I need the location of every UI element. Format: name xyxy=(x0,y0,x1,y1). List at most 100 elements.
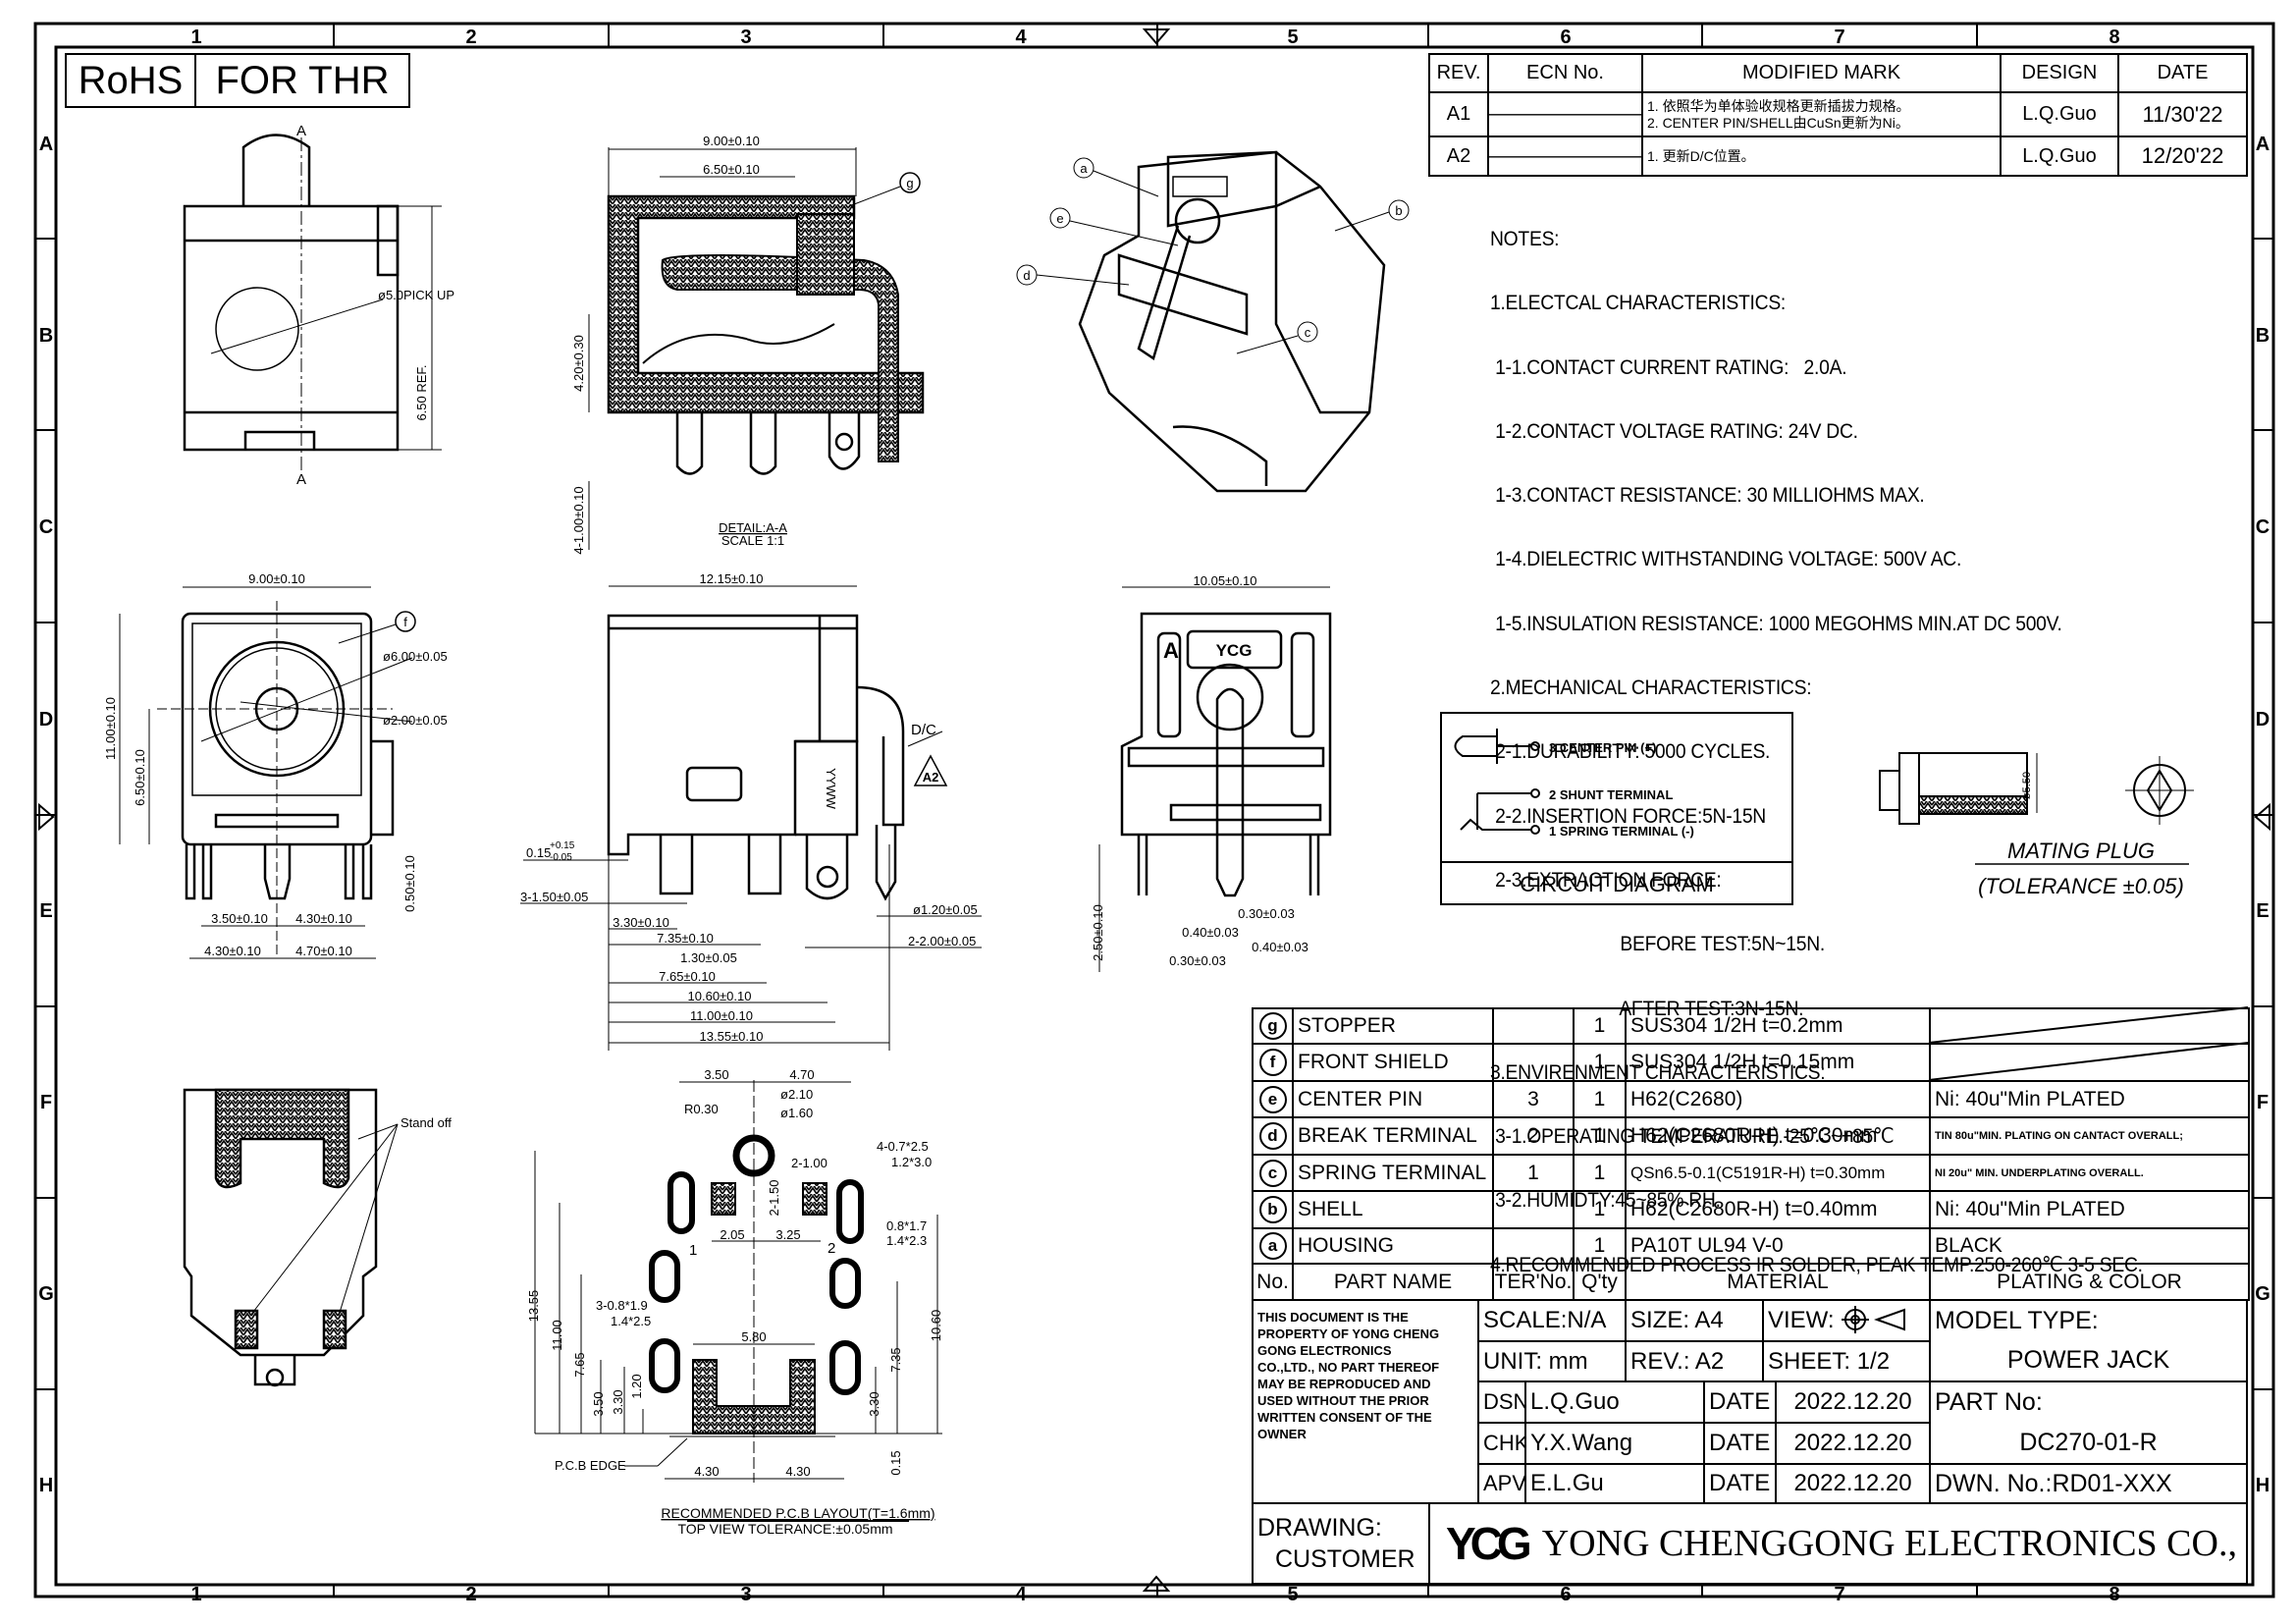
note-line: 1-2.CONTACT VOLTAGE RATING: 24V DC. xyxy=(1490,419,1858,443)
modified-line: 1. 依照华为单体验收规格更新插拔力规格。 xyxy=(1647,97,1910,114)
dimension-label: H xyxy=(39,1475,53,1496)
disclaimer-line: THIS DOCUMENT IS THE xyxy=(1257,1310,1409,1325)
dimension-label: 0.30±0.03 xyxy=(1169,953,1226,968)
dimension-label: 2 xyxy=(828,1240,835,1257)
drawing-line xyxy=(659,835,782,895)
ecn-cell: ———————— xyxy=(1487,91,1643,137)
bom-terminal-no xyxy=(1492,1043,1575,1082)
dimension-label: (TOLERANCE ±0.05) xyxy=(1978,874,2184,898)
drawing-line xyxy=(667,1171,695,1234)
dimension-label: 3 CENTER PIN (+) xyxy=(1549,740,1656,755)
bom-plating: Ni: 40u"Min PLATED xyxy=(1929,1190,2250,1229)
bom-part-name: BREAK TERMINAL xyxy=(1292,1116,1494,1156)
bom-material: QSn6.5-0.1(C5191R-H) t=0.30mm xyxy=(1625,1154,1931,1192)
dimension-label: 2.50±0.10 xyxy=(1091,904,1105,961)
drawing-line xyxy=(802,1182,828,1216)
dimension-label: 4 xyxy=(1015,1584,1027,1605)
sheet: SHEET: 1/2 xyxy=(1762,1340,1931,1382)
revision: REV.: A2 xyxy=(1625,1340,1764,1382)
part-number-value: DC270-01-R xyxy=(2019,1429,2158,1456)
dimension-label: 13.55±0.10 xyxy=(700,1029,764,1044)
dimension-label: 1 xyxy=(689,1242,697,1259)
bom-part-name: SPRING TERMINAL xyxy=(1292,1154,1494,1192)
drawing-line xyxy=(357,1123,399,1140)
drawing-line xyxy=(1069,220,1179,246)
bom-terminal-no xyxy=(1492,1190,1575,1229)
ecn-cell: ———————— xyxy=(1487,135,1643,177)
note-line: BEFORE TEST:5N~15N. xyxy=(1490,933,1826,956)
item-number-circle-icon: g xyxy=(1258,1012,1287,1040)
dimension-label: 6.50 REF. xyxy=(414,364,429,420)
bom-item-number: a xyxy=(1252,1227,1294,1265)
bom-plating xyxy=(1929,1007,2250,1045)
dimension-label: A xyxy=(2256,134,2269,155)
drawing-line xyxy=(607,194,925,414)
circuit-diagram xyxy=(1440,712,1793,905)
dimension-label: 7.65 xyxy=(572,1352,587,1377)
dimension-label: 7 xyxy=(1834,27,1844,48)
dimension-label: 2-1.00 xyxy=(791,1156,828,1170)
drawing-line xyxy=(265,1368,285,1387)
bom-terminal-no: 2 xyxy=(1492,1116,1575,1156)
date-cell: 12/20'22 xyxy=(2117,135,2248,177)
dimension-label: G xyxy=(38,1283,54,1305)
bom-header-name: PART NAME xyxy=(1292,1263,1494,1301)
bom-part-name: STOPPER xyxy=(1292,1007,1494,1045)
dimension-label: ø2.10 xyxy=(780,1087,813,1102)
drawing-line xyxy=(829,1258,861,1309)
zone-dividers xyxy=(35,24,2273,1597)
drawing-line xyxy=(200,657,413,742)
centering-mark-icons xyxy=(38,28,2270,1592)
dimension-label: D/C xyxy=(911,722,936,738)
drawing-line xyxy=(907,731,943,747)
part-number: PART No: DC270-01-R xyxy=(1929,1380,2248,1465)
drawing-line xyxy=(649,1250,680,1303)
dimension-label: B xyxy=(2256,325,2269,347)
drawing-line xyxy=(1530,825,1540,835)
drawing-customer: DRAWING: CUSTOMER xyxy=(1252,1502,1430,1585)
drawing-line xyxy=(1215,687,1245,897)
bom-terminal-no: 1 xyxy=(1492,1154,1575,1192)
dimension-label: 12.15±0.10 xyxy=(700,571,764,586)
drawing-line xyxy=(829,1340,861,1395)
dimension-label: E xyxy=(2256,900,2269,922)
drawing-line xyxy=(240,701,413,723)
rev-header: REV. xyxy=(1428,53,1489,93)
side-view xyxy=(520,585,982,1051)
bom-material: H62(C2680R-H) t=0.40mm xyxy=(1625,1190,1931,1229)
drawing-line xyxy=(1928,1042,2249,1081)
sign-role: CHKD xyxy=(1477,1422,1526,1465)
drawing-line xyxy=(836,1179,864,1244)
bom-item-number: d xyxy=(1252,1116,1294,1156)
bom-plating: Ni: 40u"Min PLATED xyxy=(1929,1080,2250,1118)
dimension-label: 0.50±0.10 xyxy=(402,855,417,912)
dimension-label: 1.2*3.0 xyxy=(891,1155,932,1169)
dimension-label: ø2.00±0.05 xyxy=(383,713,448,728)
dimension-label: CIRCUIT DIAGRAM xyxy=(1520,872,1714,896)
design-cell: L.Q.Guo xyxy=(2000,91,2119,137)
dimension-label: YYWW xyxy=(824,768,838,810)
dimension-label: 1 SPRING TERMINAL (-) xyxy=(1549,824,1694,839)
drawing-line xyxy=(657,1437,688,1467)
bom-header-qty: Q'ty xyxy=(1573,1263,1627,1301)
front-view xyxy=(119,586,416,959)
note-line: 3-1.OPERATING TEMPERATURE.-25℃~+85℃ xyxy=(1490,1125,1895,1149)
dimension-label: 0.40±0.03 xyxy=(1182,925,1239,940)
dimension-label: F xyxy=(2257,1092,2269,1113)
drawing-line xyxy=(675,412,861,475)
bom-material: SUS304 1/2H t=0.2mm xyxy=(1625,1007,1931,1045)
drawing-line xyxy=(185,844,373,900)
company-logo: YCG xyxy=(1446,1518,1532,1569)
dimension-label: 5 xyxy=(1287,1584,1298,1605)
drawing-line xyxy=(1530,788,1540,798)
bom-quantity: 1 xyxy=(1573,1043,1627,1082)
drawing-line xyxy=(371,739,395,837)
dimension-label: 3.30 xyxy=(611,1389,625,1414)
dimension-label: 2-1.50 xyxy=(767,1180,781,1217)
modified-cell: 1. 更新D/C位置。 xyxy=(1641,135,2002,177)
note-line: 2.MECHANICAL CHARACTERISTICS: xyxy=(1490,677,1812,700)
bom-material: H62(C2680) xyxy=(1625,1080,1931,1118)
sign-date-label: DATE xyxy=(1703,1463,1777,1504)
company-cell: YCG YONG CHENGGONG ELECTRONICS CO., LTD. xyxy=(1428,1502,2248,1585)
drawing-line xyxy=(1174,197,1221,244)
